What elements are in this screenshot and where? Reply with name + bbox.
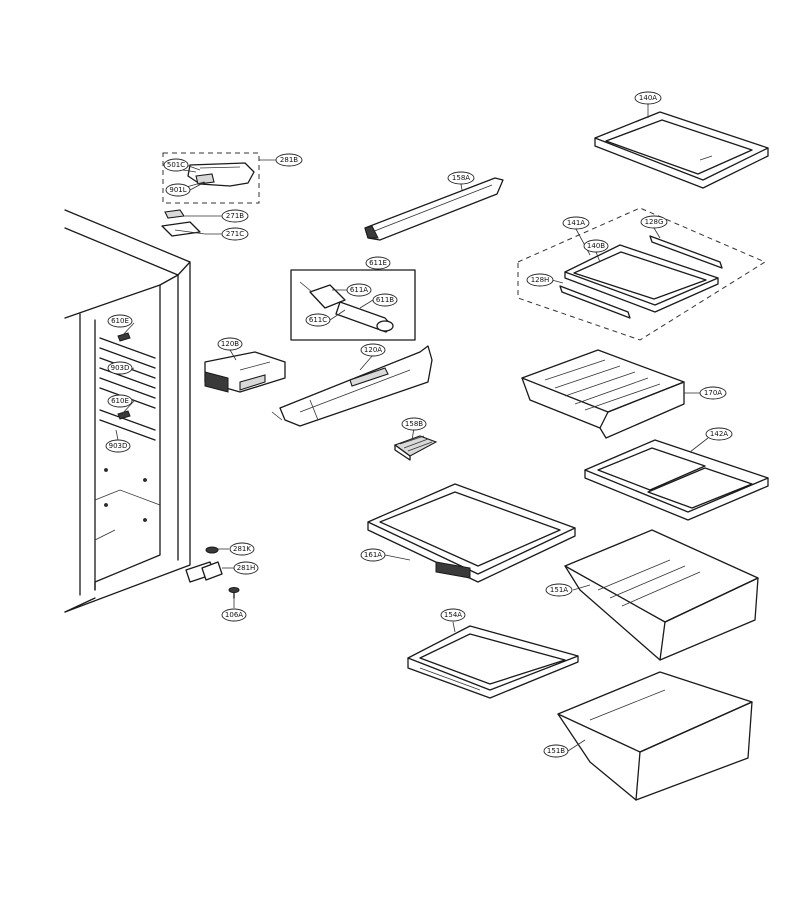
callout-label: 106A bbox=[225, 611, 243, 619]
callout-label: 271C bbox=[226, 230, 244, 238]
callout-label: 610E bbox=[111, 397, 129, 405]
shelf-assembly-141a bbox=[517, 207, 767, 341]
crisper-drawer-151b bbox=[557, 671, 753, 801]
callout-label: 154A bbox=[444, 611, 462, 619]
callout-128g: 128G bbox=[640, 215, 668, 229]
callout-158b: 158B bbox=[401, 417, 427, 431]
callout-label: 120A bbox=[364, 346, 382, 354]
callout-label: 140B bbox=[587, 242, 605, 250]
callout-label: 611E bbox=[369, 259, 387, 267]
shelf-140a bbox=[594, 111, 769, 189]
callout-611a: 611A bbox=[346, 283, 372, 297]
callout-170a: 170A bbox=[699, 386, 727, 400]
shelf-142a bbox=[584, 439, 769, 521]
grille-158b bbox=[393, 435, 438, 461]
hinge-hardware bbox=[201, 546, 240, 599]
callout-label: 170A bbox=[704, 389, 722, 397]
callout-281k: 281K bbox=[229, 542, 255, 556]
callout-label: 903D bbox=[109, 442, 128, 450]
switch-parts-271 bbox=[161, 209, 206, 237]
callout-140a: 140A bbox=[634, 91, 662, 105]
callout-label: 151A bbox=[550, 586, 568, 594]
callout-120b: 120B bbox=[217, 337, 243, 351]
callout-label: 158B bbox=[405, 420, 423, 428]
drawer-170a bbox=[521, 349, 685, 439]
callout-label: 281B bbox=[280, 156, 298, 164]
callout-140b: 140B bbox=[583, 239, 609, 253]
callout-901l: 901L bbox=[165, 183, 191, 197]
callout-label: 158A bbox=[452, 174, 470, 182]
callout-label: 128H bbox=[531, 276, 550, 284]
tray-154a bbox=[407, 625, 579, 699]
crisper-drawer-151a bbox=[564, 529, 759, 661]
callout-label: 901L bbox=[169, 186, 186, 194]
callout-label: 611A bbox=[350, 286, 368, 294]
callout-501c: 501C bbox=[163, 158, 189, 172]
callout-label: 128G bbox=[645, 218, 664, 226]
callout-label: 151B bbox=[547, 747, 565, 755]
callout-610e-upper: 610E bbox=[107, 314, 133, 328]
callout-281h: 281H bbox=[233, 561, 259, 575]
refrigerator-cabinet bbox=[64, 209, 215, 613]
callout-271c: 271C bbox=[221, 227, 249, 241]
callout-label: 271B bbox=[226, 212, 244, 220]
callout-106a: 106A bbox=[221, 608, 247, 622]
callout-label: 610E bbox=[111, 317, 129, 325]
callout-161a: 161A bbox=[360, 548, 386, 562]
shelf-161a bbox=[367, 483, 576, 583]
callout-151a: 151A bbox=[545, 583, 573, 597]
callout-154a: 154A bbox=[440, 608, 466, 622]
callout-903d-upper: 903D bbox=[107, 361, 133, 375]
callout-label: 141A bbox=[567, 219, 585, 227]
callout-label: 501C bbox=[167, 161, 185, 169]
control-housing-120b bbox=[204, 351, 286, 393]
callout-142a: 142A bbox=[705, 427, 733, 441]
callout-label: 281K bbox=[233, 545, 251, 553]
callout-label: 611C bbox=[309, 316, 327, 324]
lamp-box-611e bbox=[290, 269, 416, 341]
callout-label: 120B bbox=[221, 340, 239, 348]
callout-151b: 151B bbox=[543, 744, 569, 758]
callout-label: 140A bbox=[639, 94, 657, 102]
callout-label: 281H bbox=[237, 564, 256, 572]
callout-611e: 611E bbox=[365, 256, 391, 270]
callout-label: 903D bbox=[111, 364, 130, 372]
control-panel-120a bbox=[271, 345, 433, 427]
lamp-assembly-281b bbox=[162, 152, 260, 204]
callout-158a: 158A bbox=[447, 171, 475, 185]
leader-lines bbox=[115, 104, 709, 752]
callout-label: 161A bbox=[364, 551, 382, 559]
callout-120a: 120A bbox=[360, 343, 386, 357]
callout-label: 611B bbox=[376, 296, 394, 304]
callout-label: 142A bbox=[710, 430, 728, 438]
callout-128h: 128H bbox=[526, 273, 554, 287]
callout-281b: 281B bbox=[275, 153, 303, 167]
callout-611b: 611B bbox=[372, 293, 398, 307]
callout-611c: 611C bbox=[305, 313, 331, 327]
callout-141a: 141A bbox=[562, 216, 590, 230]
callout-271b: 271B bbox=[221, 209, 249, 223]
callout-610e-lower: 610E bbox=[107, 394, 133, 408]
callout-903d-lower: 903D bbox=[105, 439, 131, 453]
trim-cover-158a bbox=[364, 177, 504, 241]
